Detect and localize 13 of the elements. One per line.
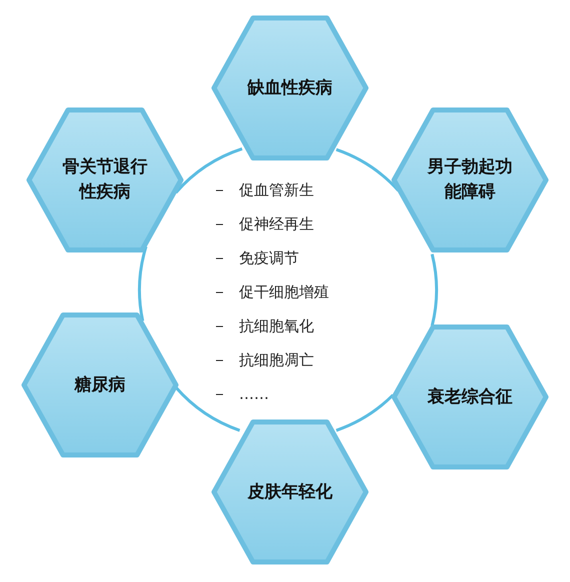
list-item: ……: [239, 384, 269, 405]
list-item: 促干细胞增殖: [239, 282, 329, 303]
list-item: 抗细胞氧化: [239, 316, 314, 337]
hexagon-label: 皮肤年轻化: [246, 480, 334, 504]
hexagon-label: 缺血性疾病: [246, 76, 334, 100]
list-item: 促神经再生: [239, 214, 314, 235]
list-item: 抗细胞凋亡: [239, 350, 314, 371]
hexagon-label: 骨关节退行性疾病: [62, 156, 148, 204]
hexagon-label: 糖尿病: [73, 374, 126, 396]
list-item: 免疫调节: [239, 248, 299, 269]
list-item: 促血管新生: [239, 180, 314, 201]
hexagon-label: 衰老综合征: [426, 386, 514, 408]
hexagon-label: 男子勃起功能障碍: [426, 156, 514, 204]
